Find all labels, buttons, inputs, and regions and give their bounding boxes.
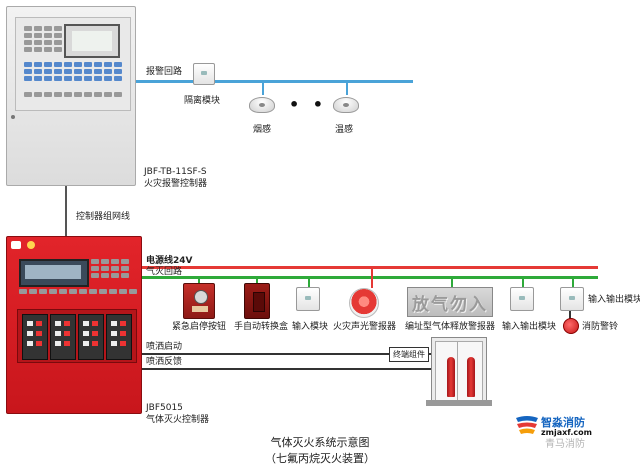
isolation-module-icon	[193, 63, 215, 85]
gas-extinguishing-controller	[6, 236, 142, 414]
manual-auto-switch-box-icon	[244, 283, 270, 319]
cabinet-base	[426, 400, 492, 406]
fire-alarm-controller	[6, 6, 136, 186]
device-label: 紧急启停按钮	[172, 322, 227, 332]
device-label: 编址型气体释放警报器	[405, 322, 496, 332]
network-cable-label: 控制器组网线	[76, 212, 131, 222]
drop-line	[371, 266, 373, 288]
more-detectors-ellipsis: • • •	[289, 95, 351, 114]
isolation-module-label: 隔离模块	[184, 96, 221, 106]
drop-line	[572, 276, 574, 287]
brand-name: 智淼消防	[541, 416, 585, 429]
diagram-title: 气体灭火系统示意图	[270, 436, 370, 449]
alarm-panel-model: JBF-TB-11SF-S	[144, 167, 207, 177]
gas-loop-label: 气灭回路	[146, 267, 183, 277]
diagram-subtitle: （七氟丙烷灭火装置）	[265, 452, 375, 465]
emergency-stop-button-icon	[183, 283, 215, 319]
gas-cylinder-icon	[467, 357, 475, 397]
ccc-mark-icon	[11, 241, 21, 249]
drop-line	[451, 276, 453, 287]
gas-loop-line	[142, 276, 598, 279]
heat-detector-icon	[333, 95, 359, 115]
device-label: 输入模块	[292, 322, 329, 332]
device-label: 输入输出模块	[502, 322, 557, 332]
bell-drop-line	[569, 311, 571, 319]
hfc227ea-cylinder-cabinet-icon	[431, 337, 487, 403]
gas-panel-name: 气体灭火控制器	[146, 415, 210, 425]
io-module-icon	[560, 287, 584, 311]
spray-start-line	[142, 353, 389, 355]
fire-bell-icon	[563, 318, 579, 334]
spray-feedback-line	[142, 368, 442, 370]
alarm-panel-name: 火灾报警控制器	[144, 179, 208, 189]
gas-release-sign-icon: 放气勿入	[407, 287, 493, 317]
terminal-assembly-box: 终端组件	[389, 347, 429, 362]
gas-panel-model: JBF5015	[146, 403, 183, 413]
device-label: 手自动转换盒	[234, 322, 289, 332]
input-module-icon	[296, 287, 320, 311]
alarm-loop-label: 报警回路	[146, 67, 183, 77]
controller-network-cable	[65, 186, 67, 236]
alarm-panel-keypad	[24, 62, 122, 81]
spray-feedback-label: 喷洒反馈	[146, 357, 183, 367]
watermark-text: 青马消防	[545, 439, 585, 450]
alarm-panel-screen	[64, 24, 120, 58]
brand-logo-icon	[516, 416, 538, 434]
drop-line	[256, 276, 258, 284]
alarm-panel-face	[15, 17, 131, 111]
device-label: 火灾声光警报器	[333, 322, 397, 332]
gas-panel-buttons	[19, 289, 137, 294]
gas-panel-keypad	[91, 259, 129, 278]
device-label: 消防警铃	[582, 322, 619, 332]
gas-panel-lcd	[19, 259, 89, 287]
alarm-panel-lock	[11, 115, 15, 119]
power-line-label: 电源线24V	[146, 256, 193, 266]
alarm-loop-line	[136, 80, 413, 83]
smoke-detector-label: 烟感	[253, 125, 272, 135]
alarm-panel-buttons	[24, 92, 122, 97]
device-label: 输入输出模块	[588, 295, 640, 305]
drop-line	[522, 276, 524, 287]
brand-domain: zmjaxf.com	[541, 428, 592, 437]
gas-zone-modules	[17, 309, 137, 363]
gas-cylinder-icon	[447, 357, 455, 397]
smoke-detector-icon	[249, 95, 275, 115]
drop-line	[308, 276, 310, 287]
strobe-siren-icon	[349, 288, 379, 318]
drop-line	[198, 276, 200, 284]
cert-mark-icon	[27, 241, 35, 249]
alarm-panel-indicator-grid	[24, 26, 62, 52]
io-module-icon	[510, 287, 534, 311]
spray-start-label: 喷洒启动	[146, 342, 183, 352]
smoke-detector-drop	[262, 81, 264, 95]
heat-detector-drop	[346, 81, 348, 95]
power-line	[142, 266, 598, 269]
heat-detector-label: 温感	[335, 125, 354, 135]
